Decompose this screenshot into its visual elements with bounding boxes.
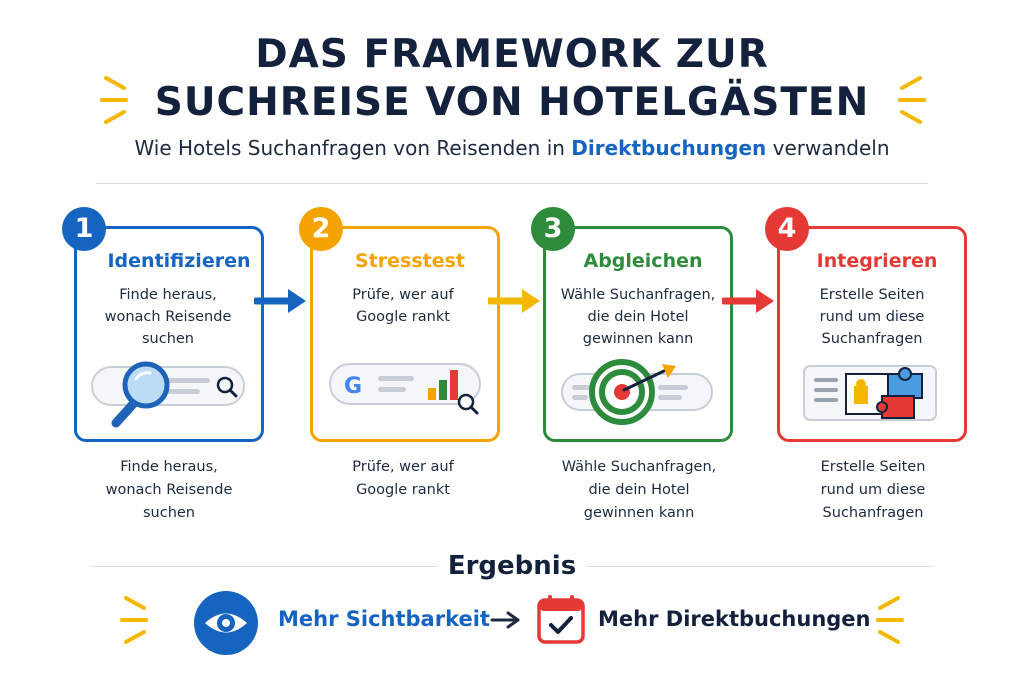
step-summary-3: Wähle Suchanfragen, die dein Hotel gewin… <box>534 456 744 525</box>
step-number-badge-2: 2 <box>299 207 343 251</box>
step-summary-3-line: gewinnen kann <box>583 505 695 521</box>
page-title-line1: DAS FRAMEWORK ZUR <box>255 32 769 77</box>
step-desc-1-line: Finde heraus, <box>119 287 217 303</box>
page-title-line2: SUCHREISE VON HOTELGÄSTEN <box>154 80 870 125</box>
step-number-badge-3: 3 <box>531 207 575 251</box>
subtitle-text-start: Wie Hotels Suchanfragen von Reisenden in <box>134 136 572 160</box>
target-arrow-icon <box>561 359 713 425</box>
step-summary-3-line: Wähle Suchanfragen, <box>561 459 717 475</box>
step-title-4: Integrieren <box>816 250 938 272</box>
step-desc-2-line: Prüfe, wer auf <box>352 287 454 303</box>
step-desc-3-line: die dein Hotel <box>587 309 689 325</box>
step-title-2: Stresstest <box>354 250 465 272</box>
step-summary-4: Erstelle Seiten rund um diese Suchanfrag… <box>768 456 978 525</box>
step-desc-4: Erstelle Seiten rund um diese Suchanfrag… <box>772 284 972 350</box>
step-number-badge-4: 4 <box>765 207 809 251</box>
sparkle-left-bottom-icon <box>120 596 148 644</box>
arrow-right-icon-3 <box>722 289 774 313</box>
step-desc-4-line: rund um diese <box>819 309 925 325</box>
result-divider-left <box>92 566 438 567</box>
sparkle-right-top-icon <box>898 76 926 124</box>
result-divider-right <box>586 566 932 567</box>
step-desc-2: Prüfe, wer auf Google rankt <box>303 284 503 328</box>
step-summary-3-line: die dein Hotel <box>588 482 690 498</box>
page-subtitle: Wie Hotels Suchanfragen von Reisenden in… <box>0 136 1024 160</box>
sparkle-right-bottom-icon <box>876 596 904 644</box>
result-bookings-label: Mehr Direktbuchungen <box>598 607 871 631</box>
step-desc-1-line: suchen <box>141 331 195 347</box>
search-magnifier-icon <box>91 361 245 428</box>
step-summary-2-line: Prüfe, wer auf <box>352 459 454 475</box>
step-summary-1-line: wonach Reisende <box>105 482 233 498</box>
sparkle-left-top-icon <box>100 76 128 124</box>
calendar-check-icon <box>537 595 585 644</box>
result-arrow-icon <box>490 611 520 629</box>
header-divider <box>96 183 928 184</box>
step-desc-4-line: Suchanfragen <box>821 331 923 347</box>
step-summary-1-line: suchen <box>142 505 196 521</box>
step-desc-4-line: Erstelle Seiten <box>819 287 925 303</box>
result-visibility-label: Mehr Sichtbarkeit <box>278 607 490 631</box>
step-summary-4-line: Suchanfragen <box>822 505 924 521</box>
arrow-right-icon-1 <box>254 289 306 313</box>
step-desc-3-line: Wähle Suchanfragen, <box>560 287 716 303</box>
step-summary-2-line: Google rankt <box>356 482 450 498</box>
step-desc-1-line: wonach Reisende <box>104 309 232 325</box>
step-summary-1-line: Finde heraus, <box>120 459 218 475</box>
arrow-right-icon-2 <box>488 289 540 313</box>
svg-text:G: G <box>344 374 362 399</box>
puzzle-pages-icon <box>803 365 937 421</box>
step-title-1: Identifizieren <box>107 250 251 272</box>
step-desc-2-line: Google rankt <box>356 309 450 325</box>
eye-icon <box>194 591 258 655</box>
google-ranking-chart-icon: G <box>329 363 481 415</box>
step-desc-1: Finde heraus, wonach Reisende suchen <box>68 284 268 350</box>
subtitle-highlight: Direktbuchungen <box>571 136 767 160</box>
step-summary-1: Finde heraus, wonach Reisende suchen <box>64 456 274 525</box>
subtitle-text-end: verwandeln <box>766 136 890 160</box>
step-number-badge-1: 1 <box>62 207 106 251</box>
step-title-3: Abgleichen <box>583 250 703 272</box>
step-summary-4-line: Erstelle Seiten <box>820 459 926 475</box>
step-summary-4-line: rund um diese <box>820 482 926 498</box>
step-summary-2: Prüfe, wer auf Google rankt <box>298 456 508 502</box>
step-desc-3: Wähle Suchanfragen, die dein Hotel gewin… <box>538 284 738 350</box>
step-desc-3-line: gewinnen kann <box>582 331 694 347</box>
result-heading: Ergebnis <box>447 551 577 581</box>
